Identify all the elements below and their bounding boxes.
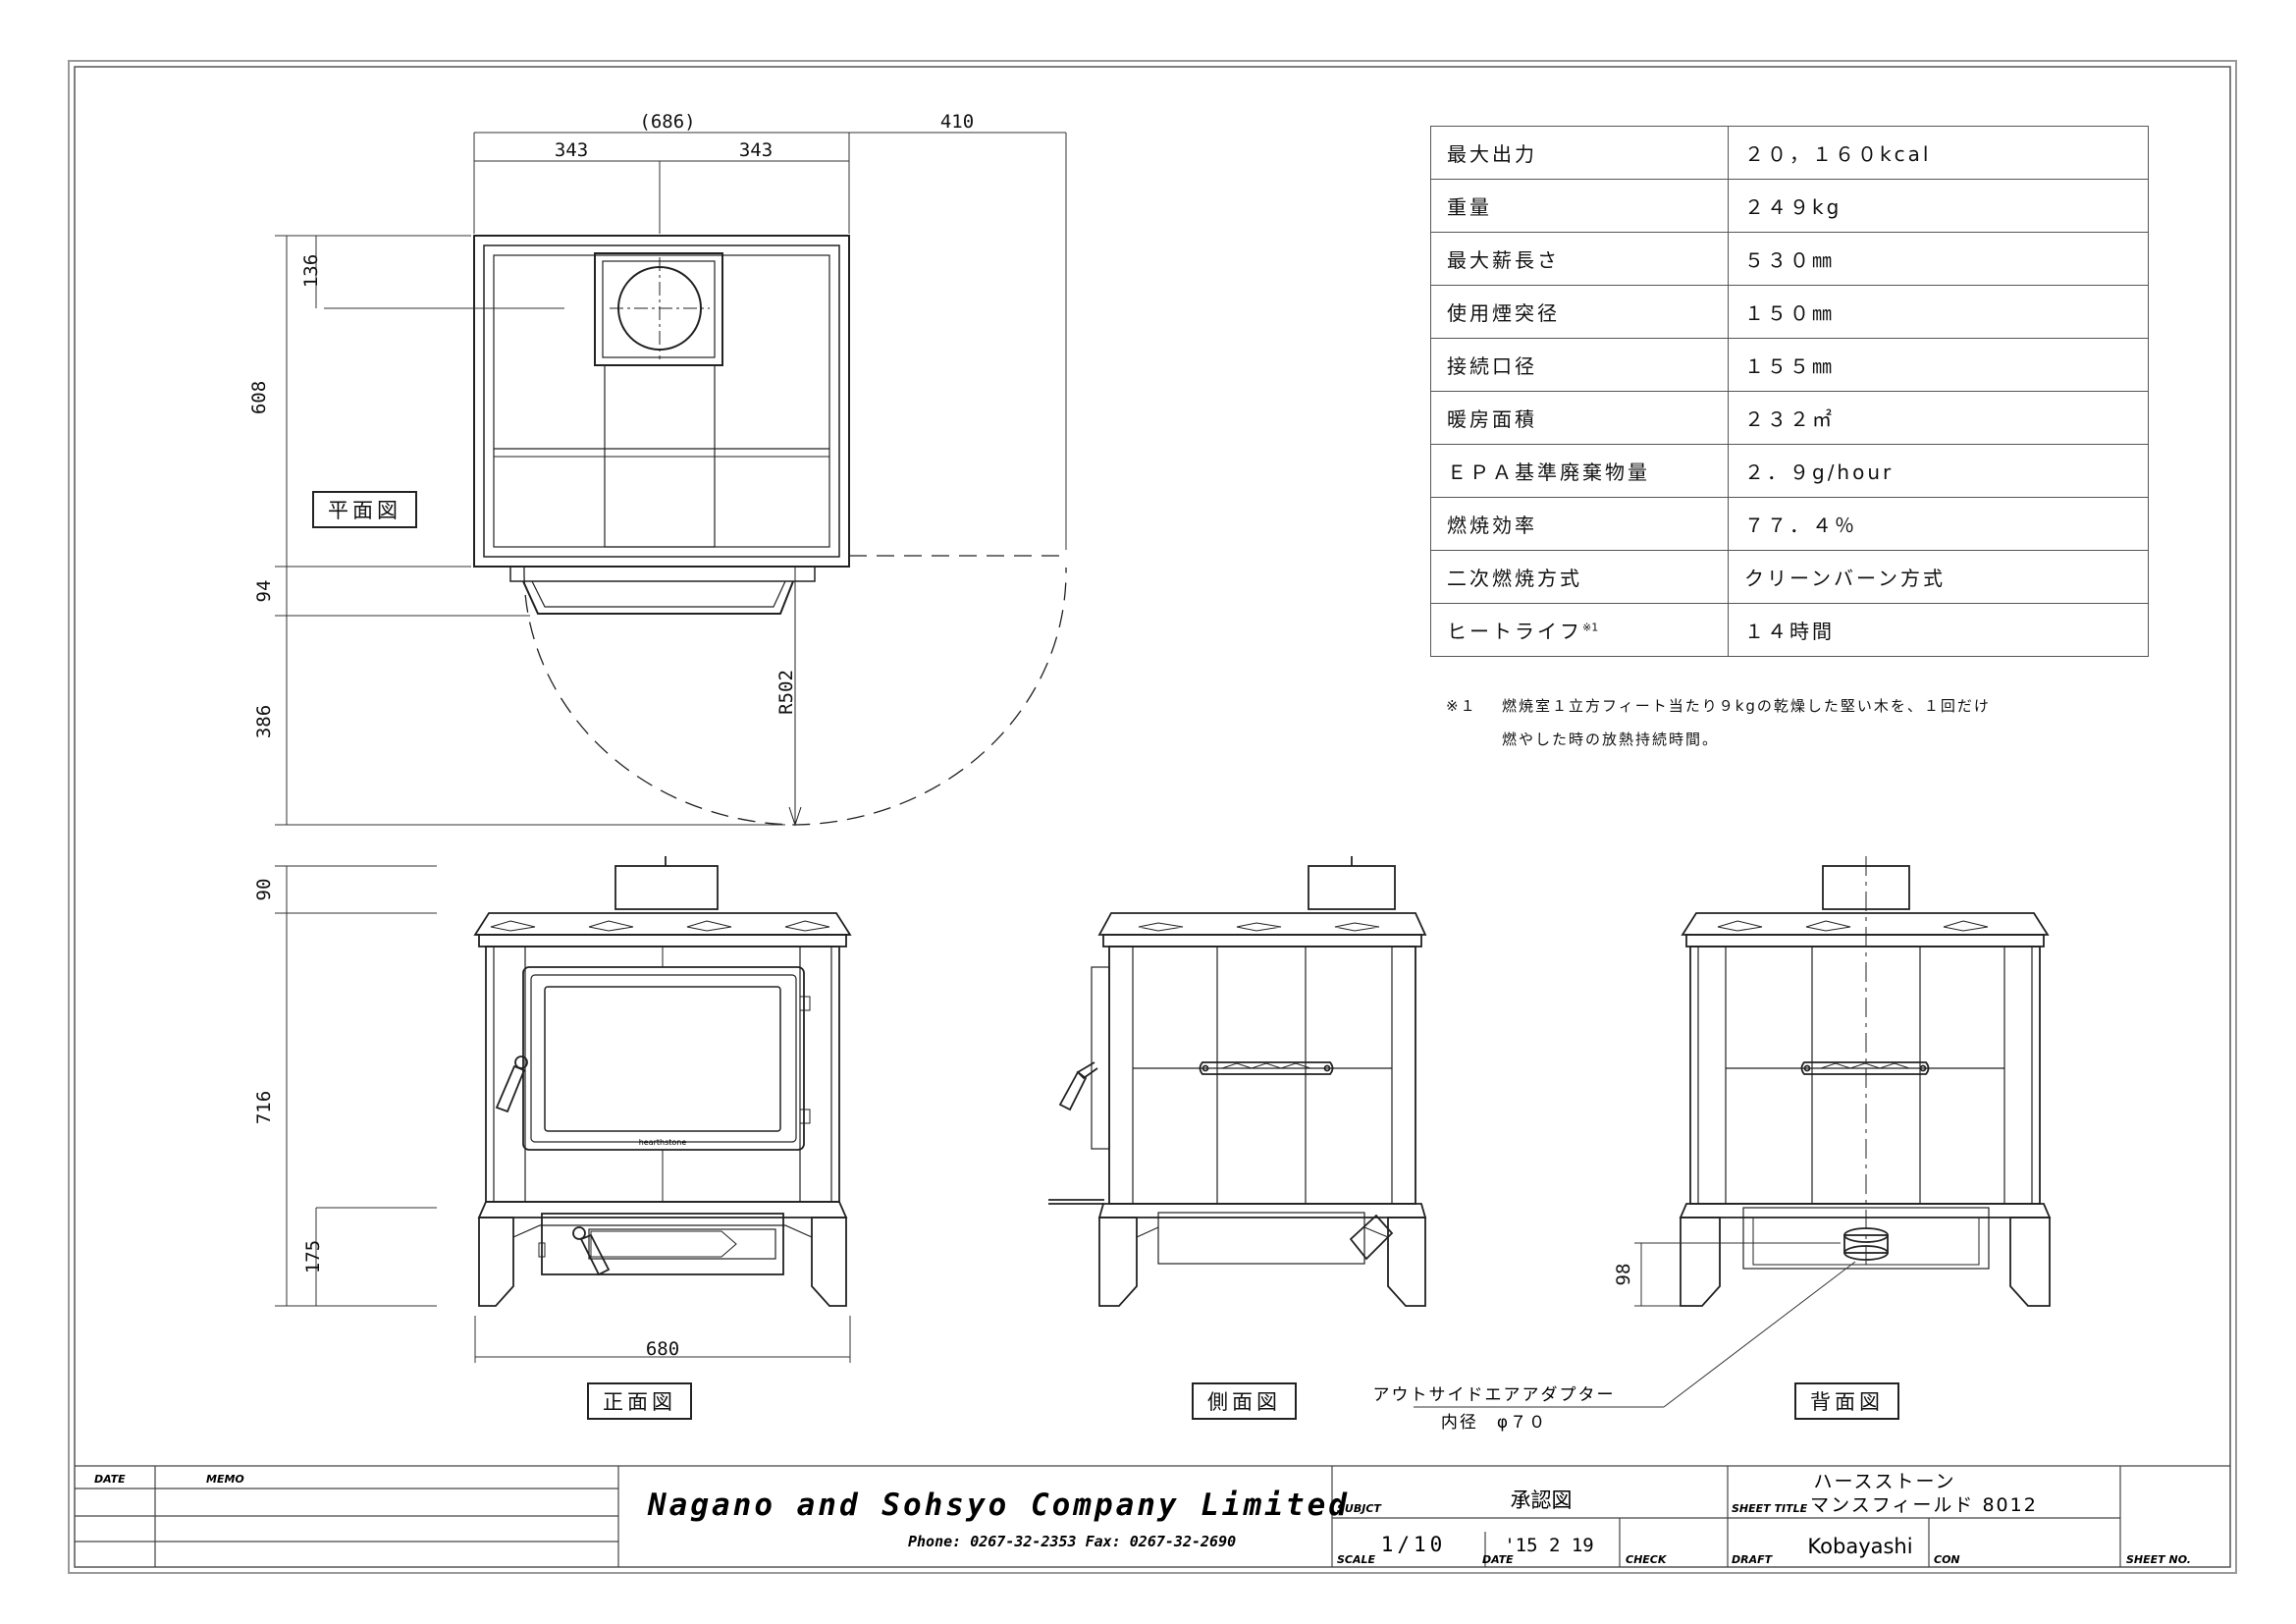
subject-value: 承認図	[1511, 1489, 1573, 1512]
adapter-note-line2: 内径 φ７０	[1441, 1413, 1547, 1433]
dim-stack-height: 90	[253, 879, 275, 901]
sheet-no-label: SHEET NO.	[2126, 1553, 2191, 1566]
spec-key: ヒートライフ	[1447, 620, 1582, 643]
con-label: CON	[1934, 1553, 1960, 1566]
dim-front-width: 680	[646, 1338, 679, 1360]
outer-frame	[68, 60, 2237, 1574]
spec-key: 重量	[1430, 179, 1729, 233]
spec-key: 接続口径	[1430, 338, 1729, 392]
draft-value: Kobayashi	[1807, 1535, 1912, 1558]
front-view	[473, 856, 852, 1307]
spec-value: １５０㎜	[1728, 285, 2149, 339]
date-label: DATE	[94, 1473, 126, 1486]
memo-label: MEMO	[206, 1473, 244, 1486]
brand-mark: hearthstone	[639, 1138, 687, 1147]
dim-flue-offset: 136	[300, 254, 322, 288]
sheet-title-label: SHEET TITLE	[1732, 1502, 1808, 1515]
spec-value: ７７．４％	[1728, 497, 2149, 551]
footnote-line1: 燃焼室１立方フィート当たり９kgの乾燥した堅い木を、１回だけ	[1502, 697, 1991, 715]
spec-key-cell: ヒートライフ※1	[1430, 603, 1729, 657]
draft-label: DRAFT	[1732, 1553, 1774, 1566]
spec-key: 最大薪長さ	[1430, 232, 1729, 286]
dim-body-height: 716	[253, 1091, 275, 1124]
date-value: '15 2 19	[1504, 1535, 1594, 1556]
spec-footnote-ref: ※1	[1582, 621, 1599, 634]
plan-dimensions	[275, 132, 1067, 826]
footnote-line2: 燃やした時の放熱持続時間。	[1502, 731, 1720, 748]
plan-view-label: 平面図	[312, 491, 417, 528]
spec-value: ２０，１６０kcal	[1728, 126, 2149, 180]
back-view-label: 背面図	[1794, 1382, 1899, 1420]
title-block	[75, 1465, 2230, 1567]
dim-door-swing: 386	[253, 705, 275, 738]
dim-radius: R502	[775, 670, 797, 715]
scale-label: SCALE	[1337, 1553, 1376, 1566]
spec-key: ＥＰＡ基準廃棄物量	[1430, 444, 1729, 498]
date2-label: DATE	[1482, 1553, 1514, 1566]
company-name: Nagano and Sohsyo Company Limited	[647, 1488, 1350, 1523]
spec-row: 二次燃焼方式クリーンバーン方式	[1430, 550, 2149, 604]
footnote-mark: ※１	[1446, 697, 1477, 715]
spec-value: ２３２㎡	[1728, 391, 2149, 445]
spec-key: 最大出力	[1430, 126, 1729, 180]
company-contact: Phone: 0267-32-2353 Fax: 0267-32-2690	[908, 1533, 1236, 1550]
spec-key: 使用煙突径	[1430, 285, 1729, 339]
spec-value: クリーンバーン方式	[1728, 550, 2149, 604]
dim-half-right: 343	[739, 139, 773, 161]
dim-depth: 608	[248, 381, 270, 414]
spec-value: １５５㎜	[1728, 338, 2149, 392]
side-view-label: 側面図	[1192, 1382, 1297, 1420]
spec-value: ５３０㎜	[1728, 232, 2149, 286]
adapter-note-line1: アウトサイドエアアダプター	[1373, 1385, 1616, 1405]
back-view	[1679, 856, 2052, 1307]
spec-key: 二次燃焼方式	[1430, 550, 1729, 604]
dim-total-width: (686)	[639, 111, 695, 133]
sheet-title-line2: マンスフィールド 8012	[1810, 1494, 2038, 1516]
dim-half-left: 343	[555, 139, 588, 161]
front-dimensions	[275, 865, 851, 1363]
side-view	[1048, 856, 1427, 1307]
spec-key: 暖房面積	[1430, 391, 1729, 445]
back-dimensions	[1414, 1242, 1856, 1408]
spec-value: ２４９kg	[1728, 179, 2149, 233]
spec-value: １４時間	[1728, 603, 2149, 657]
inner-frame	[74, 66, 2231, 1568]
check-label: CHECK	[1626, 1553, 1668, 1566]
front-view-label: 正面図	[587, 1382, 692, 1420]
spec-key: 燃焼効率	[1430, 497, 1729, 551]
dim-adapter-height: 98	[1613, 1264, 1634, 1286]
dim-clearance: 410	[940, 111, 974, 133]
subject-label: SUBJCT	[1337, 1502, 1382, 1515]
scale-value: 1/10	[1381, 1533, 1447, 1556]
dim-leg-height: 175	[302, 1240, 324, 1273]
dim-handle-depth: 94	[253, 580, 275, 603]
plan-view	[473, 235, 1067, 827]
spec-value: ２．９g/hour	[1728, 444, 2149, 498]
sheet-title-line1: ハースストーン	[1813, 1471, 1955, 1492]
